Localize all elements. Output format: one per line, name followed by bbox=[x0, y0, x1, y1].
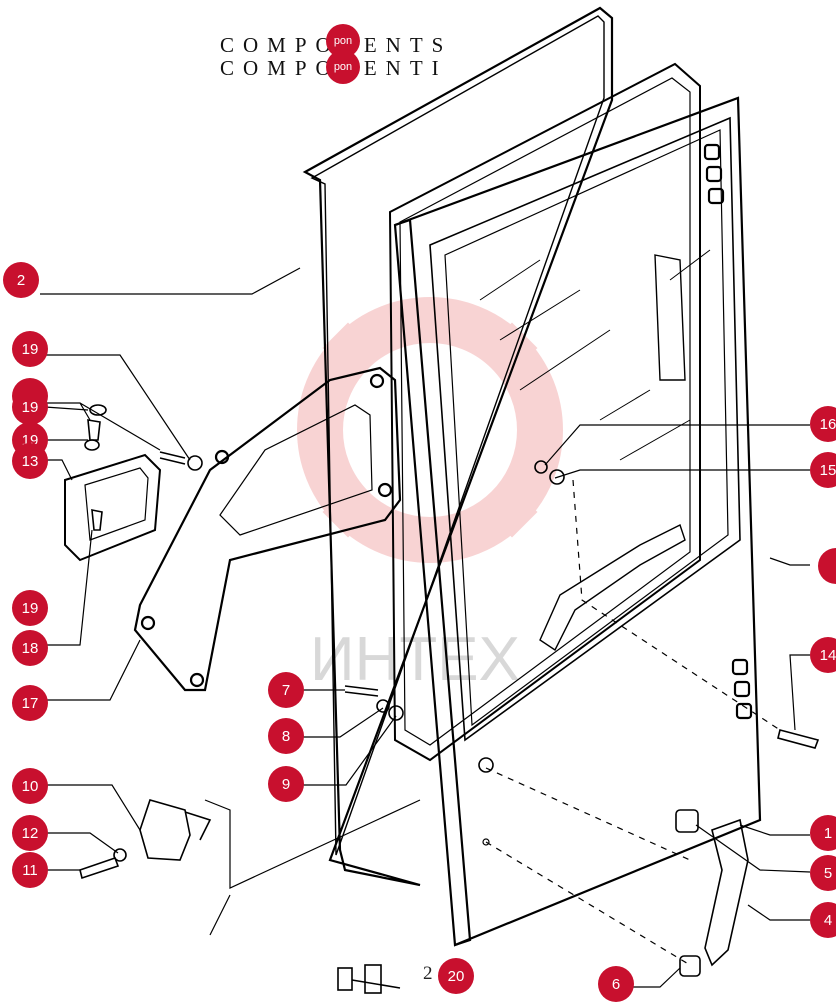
inner-door-frame bbox=[388, 62, 701, 762]
title-dot-2: pon bbox=[326, 50, 360, 84]
leader-lines bbox=[40, 267, 811, 988]
callout-19d: 19 bbox=[12, 590, 48, 626]
callout-9: 9 bbox=[268, 766, 304, 802]
callout-5: 5 bbox=[810, 855, 836, 891]
callout-17: 17 bbox=[12, 685, 48, 721]
callout-19c: 19 bbox=[12, 389, 48, 425]
assembly-lines bbox=[485, 479, 781, 966]
callout-10: 10 bbox=[12, 768, 48, 804]
callout-4: 4 bbox=[810, 902, 836, 938]
callout-19a: 19 bbox=[12, 331, 48, 367]
gasket-frame bbox=[302, 6, 614, 887]
callout-11: 11 bbox=[12, 852, 48, 888]
callout-18b: 18 bbox=[12, 630, 48, 666]
callout-right-edge bbox=[818, 548, 836, 584]
watermark-gear bbox=[297, 297, 563, 563]
callout-2: 2 bbox=[3, 262, 39, 298]
callout-12: 12 bbox=[12, 815, 48, 851]
callout-14: 14 bbox=[810, 637, 836, 673]
small-parts bbox=[79, 404, 820, 994]
front-door bbox=[393, 96, 762, 947]
handle-bracket bbox=[64, 453, 162, 562]
callout-6: 6 bbox=[598, 966, 634, 1002]
callout-13: 13 bbox=[12, 443, 48, 479]
watermark-text: ИНТЕХ bbox=[310, 625, 520, 694]
callout-20: 20 bbox=[438, 958, 474, 994]
callout-1: 1 bbox=[810, 815, 836, 851]
side-plate bbox=[133, 366, 402, 692]
side-label-20: 2 bbox=[423, 963, 433, 984]
callout-7: 7 bbox=[268, 672, 304, 708]
callout-8: 8 bbox=[268, 718, 304, 754]
callout-15: 15 bbox=[810, 452, 836, 488]
callout-16: 16 bbox=[810, 406, 836, 442]
